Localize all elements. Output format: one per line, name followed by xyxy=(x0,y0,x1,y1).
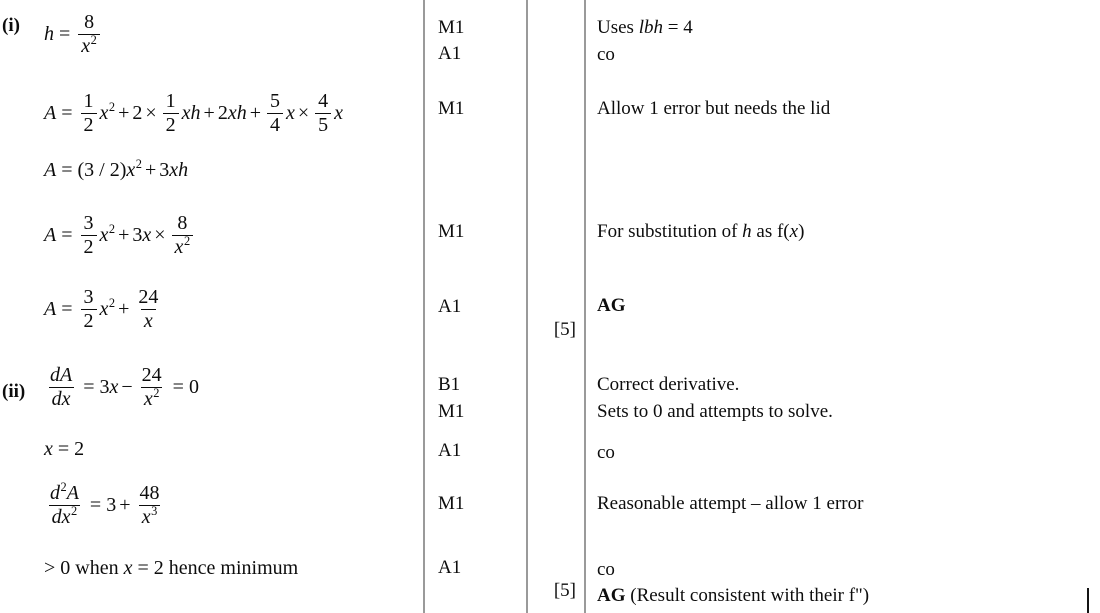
equation-A-simplified: A=(3 / 2)x2+3xh xyxy=(44,157,189,181)
comments-column: Uses lbh = 4 co Allow 1 error but needs … xyxy=(586,0,1100,613)
comment-correct-derivative: Correct derivative. xyxy=(597,374,740,395)
mark-ii-3: A1 xyxy=(438,440,462,461)
comment-sub-h: h xyxy=(742,221,752,242)
plus-2: + xyxy=(203,101,215,124)
var-A: A xyxy=(44,101,57,124)
paren-three-halves: (3 / 2) xyxy=(77,159,127,181)
comment-co-1: co xyxy=(597,44,615,65)
column-divider-working-marks xyxy=(423,0,425,613)
gt-zero-suffix: = 2 hence minimum xyxy=(132,557,299,579)
mark-ii-4: M1 xyxy=(438,493,465,514)
mark-ii-5: A1 xyxy=(438,557,462,578)
comment-lbh-italic: lbh xyxy=(638,17,663,38)
var-x-solution: x xyxy=(44,438,53,460)
comment-co-3: co xyxy=(597,559,615,580)
page-edge-rule xyxy=(1087,588,1089,613)
plus-1: + xyxy=(118,101,130,124)
mark-ii-1: B1 xyxy=(438,374,461,395)
statement-minimum: > 0 when x = 2 hence minimum xyxy=(44,558,298,578)
var-h: h xyxy=(44,22,54,45)
column-divider-marks-total xyxy=(526,0,528,613)
comment-uses-suffix: = 4 xyxy=(662,17,693,38)
marks-column: M1 A1 M1 M1 A1 B1 M1 A1 M1 A1 xyxy=(425,0,526,613)
plus-6: + xyxy=(118,297,130,320)
comment-ag-result-suffix: (Result consistent with their f") xyxy=(625,585,870,606)
value-zero: 0 xyxy=(188,375,199,398)
mark-ii-2: M1 xyxy=(438,401,465,422)
part-label-ii: (ii) xyxy=(2,381,26,402)
comment-substitution: For substitution of h as f(x) xyxy=(597,222,804,241)
numerator-8: 8 xyxy=(84,10,95,33)
mark-i-5: A1 xyxy=(438,296,462,317)
comment-sub-prefix: For substitution of xyxy=(597,221,743,242)
comment-sub-suffix: ) xyxy=(798,221,805,242)
equals-sign: = xyxy=(59,22,71,45)
times-1: × xyxy=(145,101,157,124)
comment-allow-error-lid: Allow 1 error but needs the lid xyxy=(597,98,831,119)
comment-co-2: co xyxy=(597,442,615,463)
plus-4: + xyxy=(144,159,157,181)
comment-sets-to-zero: Sets to 0 and attempts to solve. xyxy=(597,401,833,422)
column-divider-total-comments xyxy=(584,0,586,613)
var-x-minimum: x xyxy=(123,557,133,579)
total-marks-part-i: [5] xyxy=(553,319,576,340)
comment-uses-prefix: Uses xyxy=(597,17,639,38)
mark-i-4: M1 xyxy=(438,221,465,242)
comment-sub-mid: as f( xyxy=(751,221,790,242)
comment-uses-lbh: Uses lbh = 4 xyxy=(597,18,693,37)
term-3x: 3x xyxy=(132,223,152,246)
part-label-i: (i) xyxy=(2,15,20,36)
comment-ag-2: AG xyxy=(597,585,626,606)
times-3: × xyxy=(154,223,166,246)
mark-i-3: M1 xyxy=(438,98,465,119)
plus-5: + xyxy=(118,223,130,246)
denominator-x-squared: x2 xyxy=(78,33,100,57)
comment-sub-x: x xyxy=(789,221,799,242)
gt-zero-prefix: > 0 when xyxy=(44,557,124,579)
equation-x-equals-2: x=2 xyxy=(44,438,85,460)
plus-7: + xyxy=(119,493,131,516)
comment-reasonable-attempt: Reasonable attempt – allow 1 error xyxy=(597,493,864,514)
comment-ag-result: AG (Result consistent with their f") xyxy=(597,586,869,605)
total-marks-part-ii: [5] xyxy=(553,580,576,601)
times-2: × xyxy=(297,101,310,124)
term-3x-deriv: 3x xyxy=(99,375,119,398)
mark-i-2: A1 xyxy=(438,43,462,64)
comment-ag-1: AG xyxy=(597,295,626,316)
term-3xh: 3xh xyxy=(159,159,189,181)
mark-i-1: M1 xyxy=(438,17,465,38)
minus-1: − xyxy=(121,375,133,398)
plus-3: + xyxy=(249,101,261,124)
term-2xh: 2xh xyxy=(217,101,247,124)
total-column: [5] [5] xyxy=(528,0,584,613)
